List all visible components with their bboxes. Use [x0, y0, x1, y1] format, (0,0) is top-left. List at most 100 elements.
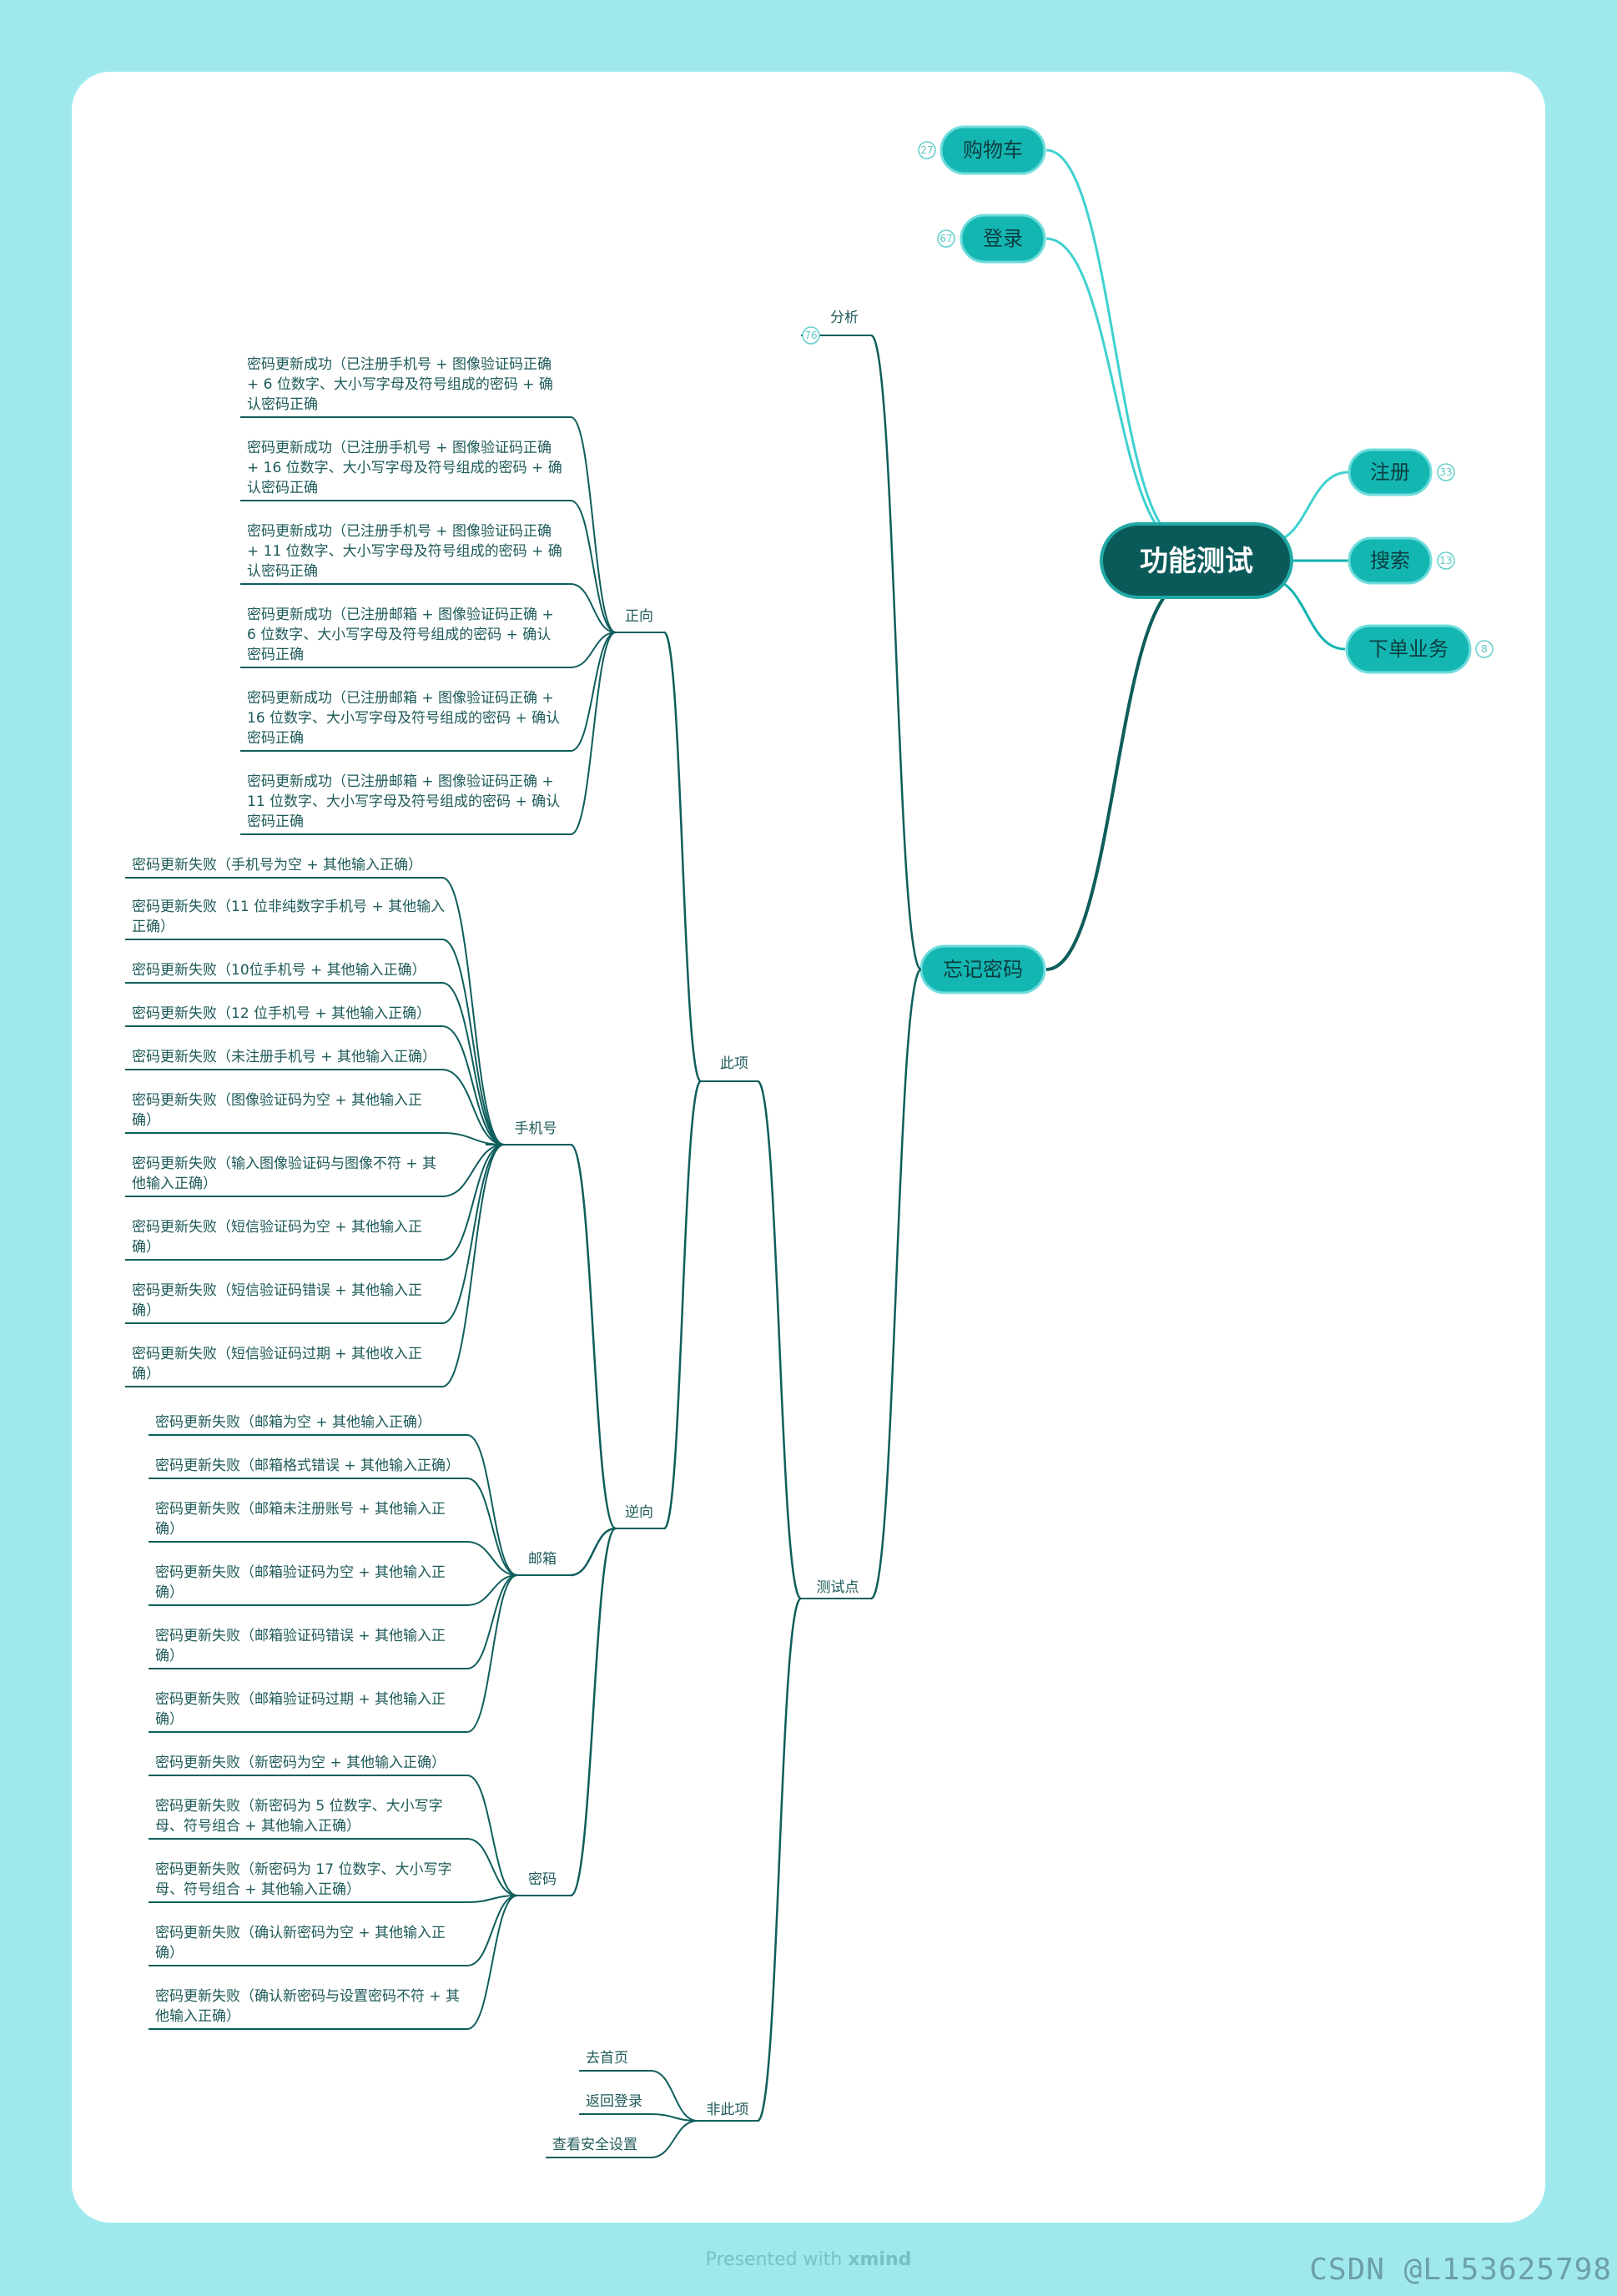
phone-case-9-text: 确） — [132, 1302, 160, 1319]
branch-password-case — [466, 1895, 518, 1966]
phone-case-10-text: 确） — [132, 1366, 160, 1382]
non-item-case-1-text: 去首页 — [586, 2050, 628, 2067]
node-register-label: 注册 — [1370, 461, 1410, 484]
non-item-label: 非此项 — [707, 2102, 749, 2118]
email-label: 邮箱 — [528, 1551, 557, 1568]
node-login: 登录 — [960, 214, 1046, 264]
badge-analysis-count: 76 — [804, 330, 817, 341]
phone-case-6-text: 密码更新失败（图像验证码为空 + 其他输入正 — [132, 1092, 422, 1109]
branch-email-case — [466, 1434, 518, 1576]
positive-case-5-text: 密码正确 — [247, 730, 304, 747]
positive-label: 正向 — [625, 608, 653, 625]
branch-phone-case — [441, 1144, 505, 1261]
badge-order — [1475, 640, 1494, 658]
positive-case-6-text: 密码更新成功（已注册邮箱 + 图像验证码正确 + — [247, 773, 554, 790]
positive-case-6-text: 11 位数字、大小写字母及符号组成的密码 + 确认 — [247, 793, 560, 810]
branch-positive — [662, 631, 703, 1083]
password-label: 密码 — [528, 1871, 557, 1888]
email-case-4-text: 确） — [155, 1584, 184, 1601]
branch-phone-case — [441, 1144, 505, 1324]
branch-email — [570, 1527, 617, 1577]
phone-case-2-text: 正确） — [132, 919, 174, 935]
badge-search-count: 13 — [1439, 555, 1452, 566]
branch-login — [1045, 237, 1184, 546]
branch-positive-case — [570, 416, 617, 633]
email-case-6-text: 密码更新失败（邮箱验证码过期 + 其他输入正 — [155, 1691, 446, 1708]
badge-cart-count: 27 — [920, 144, 933, 156]
badge-register — [1437, 463, 1455, 481]
node-order-shape — [1345, 624, 1472, 674]
non-item-case-3-text: 查看安全设置 — [552, 2137, 637, 2153]
phone-case-7-text: 密码更新失败（输入图像验证码与图像不符 + 其 — [132, 1156, 436, 1172]
branch-positive-case — [570, 583, 617, 633]
branch-this-item — [756, 1080, 803, 1600]
positive-case-5-text: 密码更新成功（已注册邮箱 + 图像验证码正确 + — [247, 690, 554, 707]
password-case-3-text: 母、符号组合 + 其他输入正确） — [155, 1881, 360, 1898]
branch-email-case — [466, 1574, 518, 1733]
badge-cart — [918, 141, 936, 159]
positive-case-1-text: 认密码正确 — [247, 396, 318, 413]
positive-case-4-text: 密码正确 — [247, 647, 304, 663]
branch-cart — [1045, 149, 1184, 542]
password-case-4-text: 密码更新失败（确认新密码为空 + 其他输入正 — [155, 1925, 446, 1941]
non-item-case-2-text: 返回登录 — [586, 2093, 642, 2110]
branch-email-case — [466, 1478, 518, 1576]
branch-non-item-case — [650, 2120, 698, 2158]
phone-case-10-text: 密码更新失败（短信验证码过期 + 其他收入正 — [132, 1346, 422, 1362]
badge-search — [1437, 551, 1455, 570]
phone-case-4-text: 密码更新失败（12 位手机号 + 其他输入正确） — [132, 1005, 431, 1022]
password-case-5-text: 密码更新失败（确认新密码与设置密码不符 + 其 — [155, 1988, 460, 2005]
branch-phone-case — [441, 1132, 505, 1145]
email-case-4-text: 密码更新失败（邮箱验证码为空 + 其他输入正 — [155, 1564, 446, 1581]
node-cart-label: 购物车 — [963, 138, 1023, 162]
badge-login-count: 67 — [939, 233, 952, 244]
node-order-label: 下单业务 — [1368, 637, 1448, 661]
node-login-label: 登录 — [983, 227, 1023, 250]
node-register-shape — [1348, 448, 1433, 496]
presented-text: Presented with — [705, 2249, 843, 2270]
email-case-2-text: 密码更新失败（邮箱格式错误 + 其他输入正确） — [155, 1458, 460, 1474]
badge-register-count: 33 — [1439, 466, 1452, 478]
positive-case-2-text: + 16 位数字、大小写字母及符号组成的密码 + 确 — [247, 460, 562, 476]
branch-negative — [662, 1080, 703, 1530]
branch-non-item-case — [650, 2113, 698, 2122]
phone-case-7-text: 他输入正确） — [132, 1176, 217, 1192]
email-case-5-text: 确） — [155, 1648, 184, 1664]
email-case-6-text: 确） — [155, 1711, 184, 1728]
email-case-1-text: 密码更新失败（邮箱为空 + 其他输入正确） — [155, 1414, 431, 1431]
phone-case-8-text: 确） — [132, 1239, 160, 1256]
branch-password — [570, 1527, 617, 1897]
node-search: 搜索 — [1348, 536, 1433, 585]
branch-phone — [570, 1143, 617, 1530]
positive-case-1-text: + 6 位数字、大小写字母及符号组成的密码 + 确 — [247, 376, 553, 393]
positive-case-2-text: 认密码正确 — [247, 480, 318, 496]
branch-test-points — [869, 968, 923, 1600]
branch-positive-case — [570, 632, 617, 668]
node-order: 下单业务 — [1345, 624, 1472, 674]
password-case-2-text: 密码更新失败（新密码为 5 位数字、大小写字 — [155, 1798, 443, 1815]
phone-case-2-text: 密码更新失败（11 位非纯数字手机号 + 其他输入 — [132, 899, 445, 915]
branch-positive-case — [570, 632, 617, 835]
phone-case-3-text: 密码更新失败（10位手机号 + 其他输入正确） — [132, 962, 426, 979]
badge-analysis — [802, 326, 820, 345]
positive-case-4-text: 密码更新成功（已注册邮箱 + 图像验证码正确 + — [247, 607, 554, 623]
node-register: 注册 — [1348, 448, 1433, 496]
branch-phone-case — [441, 1025, 505, 1145]
positive-case-3-text: 认密码正确 — [247, 563, 318, 580]
branch-phone-case — [441, 1069, 505, 1145]
node-cart-shape — [939, 125, 1046, 175]
positive-case-3-text: 密码更新成功（已注册手机号 + 图像验证码正确 — [247, 523, 552, 540]
branch-register — [1267, 471, 1349, 544]
negative-label: 逆向 — [625, 1504, 653, 1521]
root-node-shape — [1100, 522, 1293, 599]
branch-email-case — [466, 1574, 518, 1669]
this-item-label: 此项 — [720, 1055, 748, 1072]
branch-phone-case — [441, 1144, 505, 1197]
email-case-3-text: 密码更新失败（邮箱未注册账号 + 其他输入正 — [155, 1501, 446, 1518]
positive-case-2-text: 密码更新成功（已注册手机号 + 图像验证码正确 — [247, 440, 552, 456]
branch-non-item — [756, 1597, 803, 2122]
xmind-footer: Presented with xmind — [0, 2249, 1617, 2270]
branch-password-case — [466, 1775, 518, 1896]
root-node-label: 功能测试 — [1140, 545, 1253, 578]
